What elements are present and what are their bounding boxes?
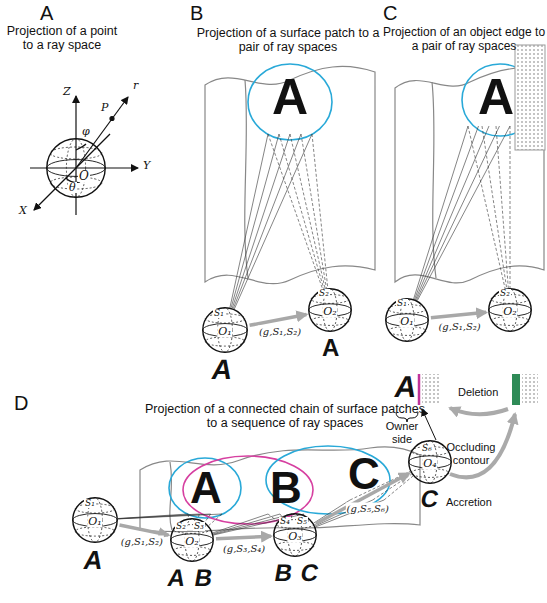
letter-glyph: A bbox=[322, 336, 339, 360]
math-symbol: S₁ bbox=[396, 299, 408, 308]
transform-arrow bbox=[119, 525, 168, 535]
origin-label: O₂ bbox=[322, 306, 337, 317]
letter-glyph: B bbox=[270, 466, 302, 510]
letter-glyph: A bbox=[190, 466, 222, 510]
letter-glyph: C bbox=[299, 561, 321, 585]
letter-glyph: A bbox=[210, 356, 235, 384]
ray-space-sphere: O₂ bbox=[308, 288, 352, 332]
math-symbol: S₆ bbox=[421, 444, 433, 453]
letter-glyph: B bbox=[273, 561, 295, 585]
math-symbol: S₁ bbox=[213, 309, 225, 318]
surface-sheets bbox=[140, 66, 544, 531]
panel-caption: Owner side bbox=[382, 420, 422, 445]
panel-letter: B bbox=[190, 2, 203, 25]
origin-label: O₂ bbox=[502, 306, 517, 317]
patch-outlines bbox=[169, 45, 545, 524]
origin-label: O₁ bbox=[87, 516, 102, 527]
letter-glyph: B bbox=[193, 566, 215, 590]
panel-caption: Projection of a surface patch to a pair … bbox=[193, 26, 383, 55]
math-symbol: S₃ bbox=[193, 522, 205, 531]
letter-glyph: C bbox=[348, 452, 380, 496]
origin-label: O₄ bbox=[422, 458, 437, 469]
math-symbol: S₅ bbox=[296, 517, 308, 526]
letter-glyph: A bbox=[166, 566, 188, 590]
origin-label: O₁ bbox=[399, 316, 414, 327]
math-symbol: φ bbox=[81, 126, 91, 137]
math-symbol: S₂ bbox=[499, 289, 511, 298]
axes bbox=[30, 96, 138, 215]
letter-glyph: C bbox=[419, 487, 441, 511]
math-symbol: S₂ bbox=[318, 289, 330, 298]
letter-glyph: A bbox=[272, 72, 308, 122]
math-symbol: Y bbox=[142, 160, 151, 171]
transform-label: (g,S₅,S₆) bbox=[346, 503, 390, 514]
panel-letter: A bbox=[40, 2, 53, 25]
math-symbol: X bbox=[18, 205, 28, 216]
panel-caption: Projection of an object edge to a pair o… bbox=[381, 26, 547, 54]
figure-label: Deletion bbox=[458, 386, 498, 399]
math-symbol: P bbox=[100, 102, 109, 113]
math-symbol: r bbox=[132, 80, 139, 91]
math-symbol: S₄ bbox=[279, 517, 291, 526]
transform-label: (g,S₁,S₂) bbox=[258, 325, 302, 336]
figure-label: Accretion bbox=[446, 496, 492, 509]
panel-letter: C bbox=[383, 2, 397, 25]
math-symbol: Z bbox=[62, 86, 72, 97]
transform-label: (g,S₁,S₂) bbox=[437, 320, 481, 331]
panel-caption: Projection of a point to a ray space bbox=[2, 24, 122, 53]
origin-label: O₃ bbox=[287, 531, 302, 542]
letter-glyph: A bbox=[392, 372, 419, 402]
math-symbol: S₁ bbox=[84, 499, 96, 508]
panel-letter: D bbox=[14, 392, 28, 415]
origin-label: O₁ bbox=[217, 326, 232, 337]
origin-label: O₂ bbox=[184, 536, 199, 547]
letter-glyph: A bbox=[82, 547, 105, 573]
ray-space-sphere: O₁ bbox=[202, 307, 248, 353]
math-symbol: θ bbox=[68, 182, 77, 193]
transform-label: (g,S₁,S₂) bbox=[120, 535, 164, 546]
panel-caption: Occluding contour bbox=[440, 441, 502, 466]
math-symbol: S₂ bbox=[175, 522, 187, 531]
origin-label: O bbox=[78, 170, 90, 182]
letter-glyph: A bbox=[478, 72, 514, 122]
transform-arrow bbox=[216, 536, 271, 539]
transform-label: (g,S₃,S₄) bbox=[222, 543, 266, 554]
transform-arrow bbox=[431, 312, 486, 317]
transform-arrow bbox=[250, 314, 307, 325]
